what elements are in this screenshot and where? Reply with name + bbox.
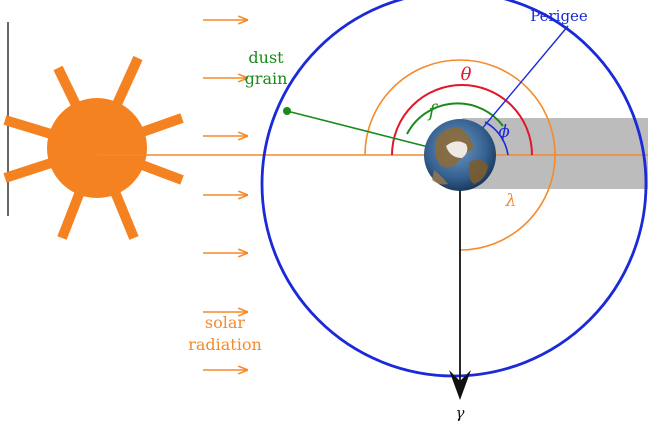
dust-label-line2: grain	[245, 69, 288, 88]
solar-label-line1: solar	[205, 313, 246, 332]
dust-label-line1: dust	[248, 48, 284, 67]
phi-label: ϕ	[498, 122, 510, 142]
lambda-arc	[364, 59, 556, 251]
earth-icon	[424, 119, 496, 191]
lambda-label: λ	[505, 191, 517, 211]
radiation-arrows	[203, 20, 248, 370]
perigee-label: Perigee	[530, 7, 588, 25]
f-label: f	[427, 101, 439, 122]
phi-arc	[484, 121, 509, 156]
solar-label-line2: radiation	[188, 335, 262, 354]
arrowhead-icon	[449, 370, 471, 400]
theta-arc	[391, 84, 533, 156]
dust-grain-dot	[283, 107, 291, 115]
sun-icon	[3, 55, 184, 240]
gamma-label: γ	[456, 404, 465, 422]
theta-label: θ	[461, 64, 472, 85]
